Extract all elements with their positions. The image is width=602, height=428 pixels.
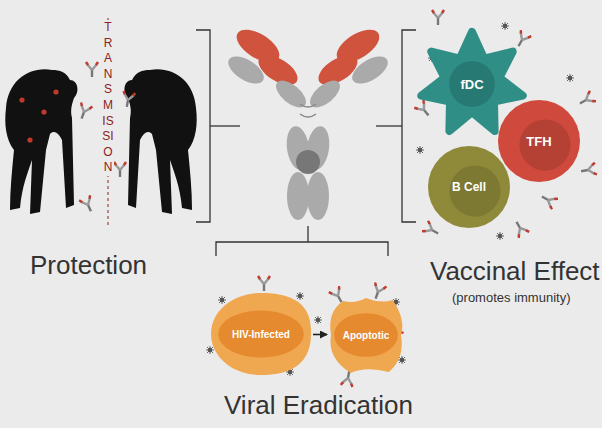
cell-label: Apoptotic [343, 330, 390, 341]
chimp-right [125, 69, 197, 214]
b-cell: B Cell [428, 146, 510, 228]
cell-label: TFH [526, 134, 551, 149]
chimp-left [5, 69, 77, 214]
antibody [224, 23, 393, 220]
panel-title: Vaccinal Effect [430, 256, 600, 287]
cell-label: B Cell [452, 180, 486, 194]
tfh-cell: TFH [498, 100, 580, 182]
apoptotic-cell: Apoptotic [328, 296, 404, 374]
process-arrow [313, 334, 327, 336]
panel-title: Viral Eradication [224, 390, 413, 421]
cell-label: fDC [460, 77, 483, 92]
panel-title: Protection [30, 250, 147, 281]
transmission-label: TRANSMISSION [102, 20, 114, 176]
panel-subtitle: (promotes immunity) [452, 290, 570, 305]
infected-cell: HIV-Infected [210, 292, 312, 376]
cell-label: HIV-Infected [232, 329, 290, 340]
